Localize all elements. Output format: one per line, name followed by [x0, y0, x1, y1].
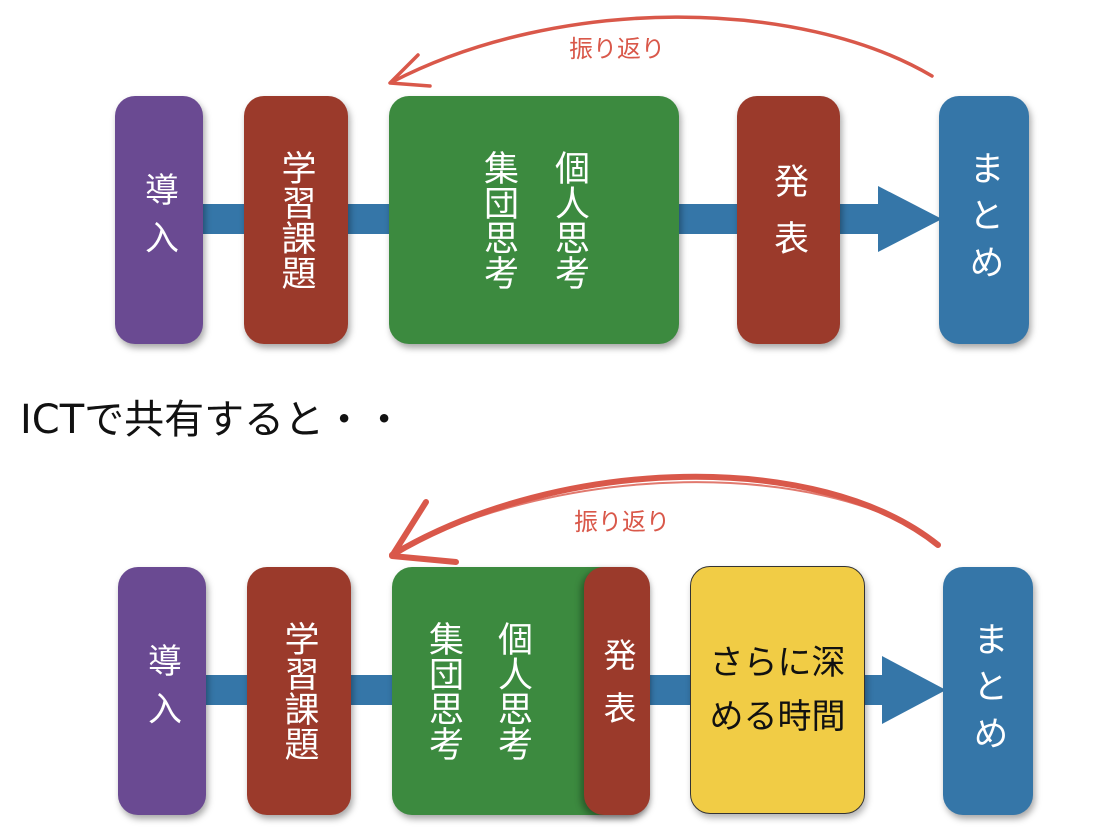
bottom-deepen-label-line1: さらに深: [709, 642, 846, 683]
bottom-deepen-label-line2: める時間: [709, 697, 846, 737]
bottom-intro-label: 導入: [141, 643, 182, 739]
bottom-individual-thinking-label: 個人思考: [492, 621, 532, 761]
bottom-group-thinking-label: 集団思考: [423, 621, 463, 761]
bottom-flow-arrow-head: [882, 656, 946, 724]
top-task-box: 学習課題: [244, 96, 348, 344]
top-task-label: 学習課題: [275, 150, 316, 290]
top-intro-box: 導入: [115, 96, 203, 344]
top-presentation-box: 発表: [737, 96, 840, 344]
bottom-summary-label: まとめ: [967, 620, 1008, 762]
bottom-feedback-arc-sketch: [395, 481, 935, 553]
top-individual-thinking-label: 個人思考: [549, 150, 589, 290]
bottom-feedback-arrowhead: [389, 499, 459, 565]
top-feedback-label: 振り返り: [569, 35, 665, 63]
bottom-presentation-box: 発表: [584, 567, 650, 815]
top-feedback-arc: [390, 15, 934, 84]
top-intro-label: 導入: [138, 172, 179, 268]
bottom-presentation-label: 発表: [598, 638, 637, 744]
bottom-summary-box: まとめ: [943, 567, 1033, 815]
top-flow-arrow-head: [878, 186, 942, 252]
top-summary-label: まとめ: [963, 149, 1004, 291]
bottom-intro-box: 導入: [118, 567, 206, 815]
bottom-task-box: 学習課題: [247, 567, 351, 815]
top-group-thinking-label: 集団思考: [478, 150, 518, 290]
bottom-feedback-label: 振り返り: [574, 508, 670, 536]
top-thinking-box: 個人思考 集団思考: [389, 96, 679, 344]
top-summary-box: まとめ: [939, 96, 1029, 344]
bottom-deepen-box: さらに深 める時間: [690, 566, 865, 814]
top-presentation-label: 発表: [768, 163, 808, 277]
ict-sharing-heading: ICTで共有すると・・: [20, 397, 405, 443]
bottom-task-label: 学習課題: [278, 621, 319, 761]
bottom-feedback-arc: [389, 473, 941, 558]
top-feedback-arrowhead: [388, 53, 432, 88]
